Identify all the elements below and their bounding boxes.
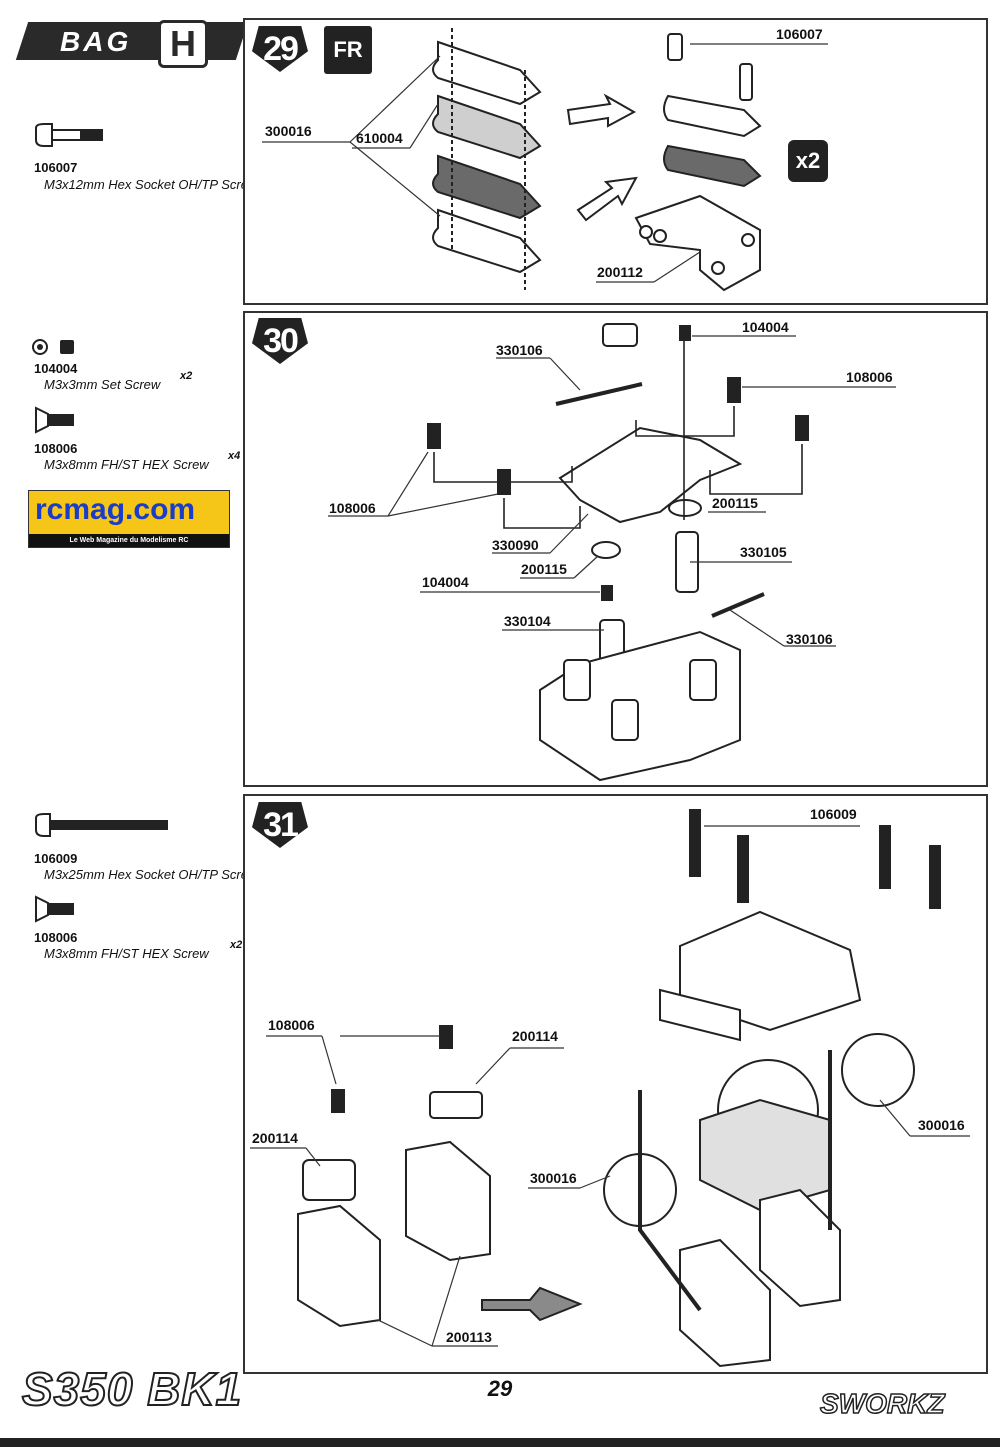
part-desc: M3x8mm FH/ST HEX Screw [44, 457, 209, 472]
part-code: 108006 [34, 930, 78, 945]
step-29-panel [243, 18, 988, 305]
part-callout: 200114 [252, 1130, 298, 1146]
part-code: 104004 [34, 361, 78, 376]
part-callout: 106007 [776, 26, 823, 42]
part-callout: 200113 [446, 1329, 492, 1345]
bag-letter: H [158, 20, 208, 68]
part-qty: x4 [228, 450, 241, 462]
part-callout: 108006 [329, 500, 376, 516]
model-logo: S350 BK1 [21, 1362, 243, 1416]
part-callout: 104004 [742, 319, 789, 335]
page-number: 29 [487, 1376, 513, 1401]
bottom-rule [0, 1438, 1000, 1447]
step-number: 30 [252, 318, 308, 364]
part-callout: 108006 [846, 369, 893, 385]
part-callout: 610004 [356, 130, 403, 146]
part-desc: M3x12mm Hex Socket OH/TP Screw(HT) [44, 177, 284, 192]
multiplier-badge: x2 [788, 140, 828, 182]
part-qty: x2 [230, 939, 243, 951]
part-callout: 104004 [422, 574, 469, 590]
long-screw-icon [35, 813, 51, 837]
bag-label: BAG [60, 26, 132, 57]
rcmag-logo: rcmag.com Le Web Magazine du Modelisme R… [28, 490, 230, 548]
part-callout: 300016 [530, 1170, 577, 1186]
brand-logo: SWORKZ [819, 1387, 945, 1420]
part-desc: M3x3mm Set Screw [44, 377, 161, 392]
part-callout: 300016 [265, 123, 312, 139]
part-callout: 330104 [504, 613, 551, 629]
part-callout: 108006 [268, 1017, 315, 1033]
front-rear-badge: FR [324, 26, 372, 74]
part-code: 106007 [34, 160, 78, 175]
part-qty: x2 [180, 370, 193, 382]
part-callout: 330090 [492, 537, 539, 553]
step29-plates [432, 40, 542, 274]
part-callout: 200114 [512, 1028, 558, 1044]
part-code: 108006 [34, 441, 78, 456]
part-callout: 200115 [712, 495, 758, 511]
part-callout: 200112 [597, 264, 643, 280]
part-desc: M3x8mm FH/ST HEX Screw [44, 946, 209, 961]
part-callout: 106009 [810, 806, 857, 822]
rcmag-logo-title: rcmag.com [35, 493, 196, 526]
part-callout: 330106 [496, 342, 543, 358]
part-callout: 300016 [918, 1117, 965, 1133]
part-callout: 330105 [740, 544, 787, 560]
part-desc: M3x25mm Hex Socket OH/TP Screw [44, 867, 258, 882]
rcmag-logo-subtitle: Le Web Magazine du Modelisme RC [29, 534, 229, 547]
screw-icon [35, 123, 103, 147]
part-callout: 200115 [521, 561, 567, 577]
part-callout: 330106 [786, 631, 833, 647]
part-code: 106009 [34, 851, 78, 866]
